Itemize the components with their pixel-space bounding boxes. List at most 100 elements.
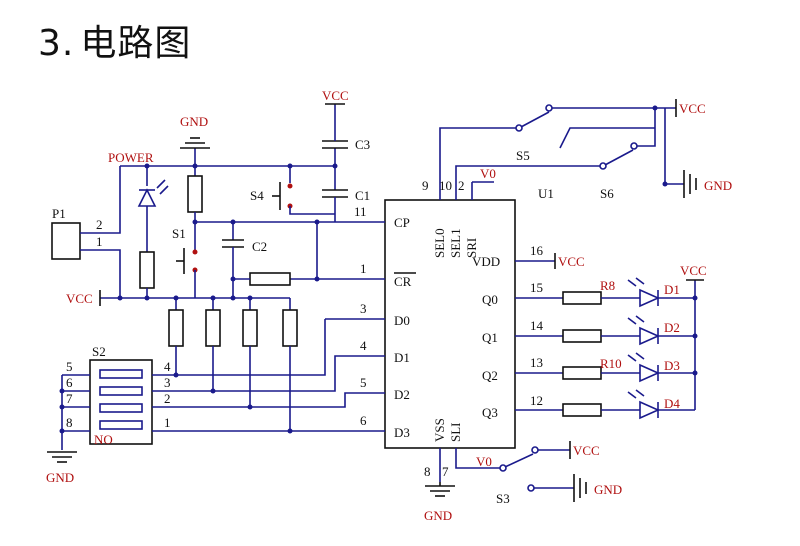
pin-num-vss: 8 xyxy=(424,464,431,479)
s3-vcc-label: VCC xyxy=(573,443,600,458)
wire-sel0 xyxy=(439,127,516,200)
top-gnd-label: GND xyxy=(180,114,208,129)
data-pull-resistors xyxy=(168,298,298,434)
rail-vcc-label: VCC xyxy=(66,291,93,306)
pin-name-sel0: SEL0 xyxy=(432,228,447,258)
cr-resistor xyxy=(249,272,291,286)
vdd-vcc-label: VCC xyxy=(558,254,585,269)
pin-num-d3: 6 xyxy=(360,413,367,428)
s2-pin6: 6 xyxy=(66,375,73,390)
s2-pin1: 1 xyxy=(164,415,171,430)
pin-name-sri: SRI xyxy=(464,238,479,258)
pin-name-d0: D0 xyxy=(394,313,410,328)
pin-name-q0: Q0 xyxy=(482,292,498,307)
s2-pin5: 5 xyxy=(66,359,73,374)
s2-gnd-label: GND xyxy=(46,470,74,485)
power-led xyxy=(137,188,157,207)
ic-u1-label: U1 xyxy=(538,186,554,201)
output-q2 xyxy=(515,352,695,383)
pin-name-q2: Q2 xyxy=(482,368,498,383)
heading-number: 3. xyxy=(38,23,75,64)
s2-pin3: 3 xyxy=(164,375,171,390)
pin-num-sli: 7 xyxy=(442,464,449,479)
p1-pin2: 2 xyxy=(96,217,103,232)
dip-toggle-3[interactable] xyxy=(99,403,143,413)
pin-num-q1: 14 xyxy=(530,318,544,333)
pin-num-sri: 2 xyxy=(458,178,465,193)
c3-vcc-label: VCC xyxy=(322,88,349,103)
pin-name-sli: SLI xyxy=(448,423,463,443)
ic-u1-body xyxy=(384,199,516,449)
pin-num-sel0: 9 xyxy=(422,178,429,193)
led-d1-label: D1 xyxy=(664,282,680,297)
wire-sel1 xyxy=(455,165,600,200)
switch-s5-label: S5 xyxy=(516,148,530,163)
pin-name-d3: D3 xyxy=(394,425,410,440)
pin-name-sel1: SEL1 xyxy=(448,228,463,258)
connector-p1 xyxy=(51,222,81,260)
switch-s4-label: S4 xyxy=(250,188,264,203)
output-q3 xyxy=(515,389,695,420)
pin-num-cr: 1 xyxy=(360,261,367,276)
p1-pin1: 1 xyxy=(96,234,103,249)
dip-switch-no-label: NO xyxy=(94,432,113,447)
switch-s6-label: S6 xyxy=(600,186,614,201)
pin-num-cp: 11 xyxy=(354,204,367,219)
page-title: 3.电路图 xyxy=(38,14,191,66)
pin-num-vdd: 16 xyxy=(530,243,544,258)
dip-toggle-2[interactable] xyxy=(99,386,143,396)
pin-num-q2: 13 xyxy=(530,355,543,370)
output-q0 xyxy=(515,277,695,308)
resistor-r10-label: R10 xyxy=(600,356,622,371)
wire-d0-route xyxy=(185,319,326,376)
resistor-r8-label: R8 xyxy=(600,278,615,293)
pin-num-q3: 12 xyxy=(530,393,543,408)
s2-pin2: 2 xyxy=(164,391,171,406)
pin-num-sel1: 10 xyxy=(439,178,452,193)
s2-pin8: 8 xyxy=(66,415,73,430)
led-d3-label: D3 xyxy=(664,358,680,373)
heading-title: 电路图 xyxy=(80,23,192,64)
wire-d2 xyxy=(185,392,385,408)
pin-name-vss: VSS xyxy=(432,418,447,442)
wire-d1 xyxy=(185,355,385,392)
switch-s3 xyxy=(499,446,574,492)
pin-num-d2: 5 xyxy=(360,375,367,390)
pin-num-d1: 4 xyxy=(360,338,367,353)
switch-vcc-label: VCC xyxy=(679,101,706,116)
pin-name-d1: D1 xyxy=(394,350,410,365)
switch-s3-label: S3 xyxy=(496,491,510,506)
pin-name-q1: Q1 xyxy=(482,330,498,345)
switch-s1-label: S1 xyxy=(172,226,186,241)
connector-p1-label: P1 xyxy=(52,206,66,221)
pin-name-cr: CR xyxy=(394,274,412,289)
capacitor-c1-label: C1 xyxy=(355,188,370,203)
dip-toggle-1[interactable] xyxy=(99,369,143,379)
pin-num-d0: 3 xyxy=(360,301,367,316)
pin-name-vdd: VDD xyxy=(472,254,500,269)
switch-gnd-label: GND xyxy=(704,178,732,193)
pin-num-q0: 15 xyxy=(530,280,543,295)
pin-name-q3: Q3 xyxy=(482,405,498,420)
power-label: POWER xyxy=(108,150,154,165)
sli-v0-label: V0 xyxy=(476,454,492,469)
switch-s6 xyxy=(599,142,638,170)
dip-switch-s2 xyxy=(89,359,153,445)
s2-pin7: 7 xyxy=(66,391,73,406)
power-led-resistor xyxy=(139,251,155,289)
switch-s5 xyxy=(515,104,655,132)
dip-toggle-4[interactable] xyxy=(99,420,143,430)
led-d4-label: D4 xyxy=(664,396,680,411)
vss-gnd-label: GND xyxy=(424,508,452,523)
sri-v0-label: V0 xyxy=(480,166,496,181)
capacitor-c2-label: C2 xyxy=(252,239,267,254)
s3-gnd-label: GND xyxy=(594,482,622,497)
cp-resistor xyxy=(187,175,203,213)
pin-name-cp: CP xyxy=(394,215,410,230)
output-q1 xyxy=(515,315,695,346)
wire-sli xyxy=(455,448,500,469)
led-vcc-label: VCC xyxy=(680,263,707,278)
capacitor-c3-label: C3 xyxy=(355,137,370,152)
dip-switch-s2-label: S2 xyxy=(92,344,106,359)
